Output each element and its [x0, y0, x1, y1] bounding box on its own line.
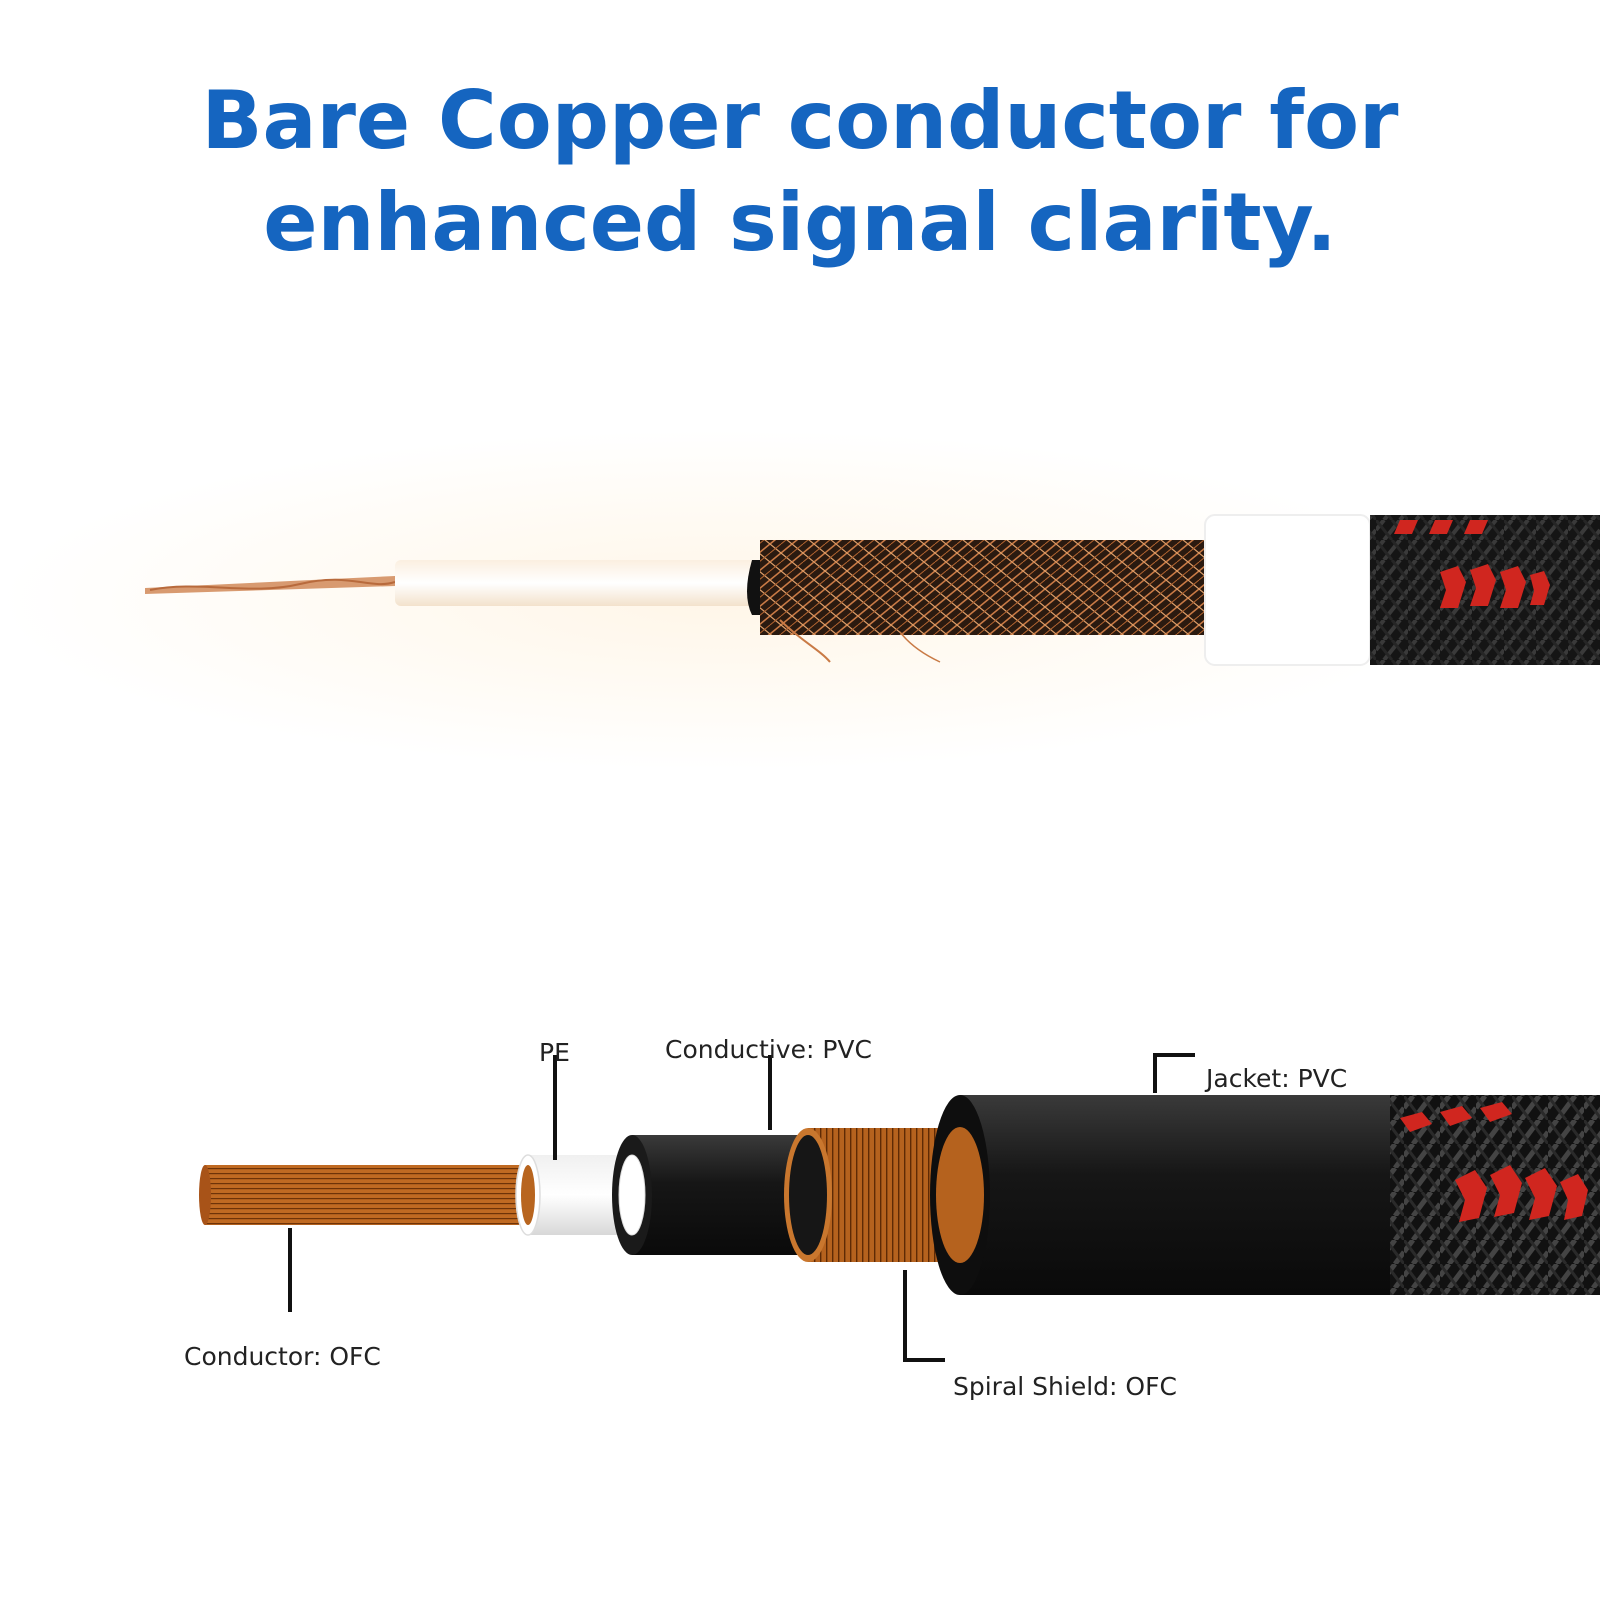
conductor-ofc: [199, 1165, 530, 1225]
leader-lines: [288, 1053, 1195, 1362]
label-jacket-pvc: Jacket: PVC: [1206, 1064, 1348, 1093]
label-pe: PE: [539, 1038, 570, 1067]
label-conductor-ofc: Conductor: OFC: [184, 1342, 381, 1371]
jacket-pvc: [930, 1095, 1600, 1295]
cable-layer-diagram: [199, 1053, 1600, 1362]
headline: Bare Copper conductor for enhanced signa…: [0, 70, 1600, 274]
conductive-pvc-layer: [612, 1135, 812, 1255]
headline-line-1: Bare Copper conductor for: [201, 74, 1399, 167]
label-conductive-pvc: Conductive: PVC: [665, 1035, 872, 1064]
stripped-cable-photo: [0, 430, 1600, 770]
bare-conductor-strands: [145, 576, 396, 594]
label-spiral-shield-ofc: Spiral Shield: OFC: [953, 1372, 1177, 1401]
headline-line-2: enhanced signal clarity.: [263, 176, 1337, 269]
